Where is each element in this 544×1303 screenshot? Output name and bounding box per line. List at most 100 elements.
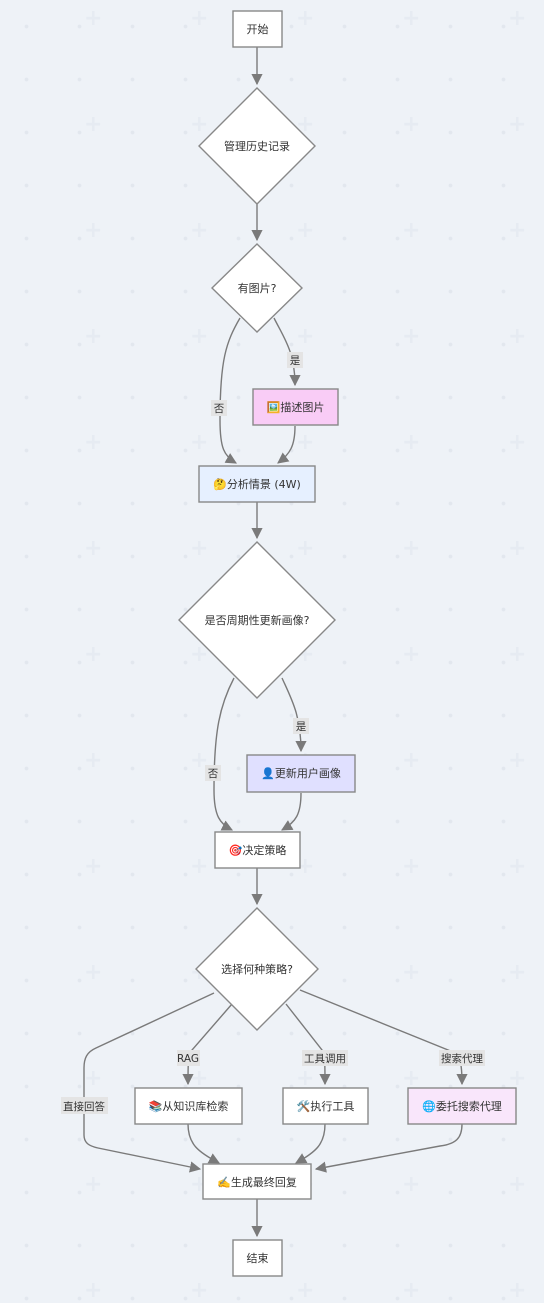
grid-plus-mark: + (296, 112, 315, 137)
grid-plus-mark: + (402, 960, 421, 985)
node-tool: 🛠️执行工具 (282, 1087, 369, 1125)
node-describe-label: 🖼️描述图片 (267, 400, 325, 414)
edge-label-search-agent: 搜索代理 (441, 1052, 483, 1065)
grid-plus-mark: + (190, 112, 209, 137)
grid-plus-mark: + (190, 430, 209, 455)
grid-plus-mark: + (402, 430, 421, 455)
grid-plus-mark: + (508, 960, 527, 985)
grid-plus-mark: + (402, 6, 421, 31)
grid-plus-mark: + (84, 324, 103, 349)
grid-plus-mark: + (402, 1066, 421, 1091)
node-kb-label: 📚从知识库检索 (149, 1099, 229, 1113)
node-end-label: 结束 (247, 1252, 269, 1265)
grid-plus-mark: + (84, 536, 103, 561)
grid-plus-mark: + (402, 854, 421, 879)
node-has-image-label: 有图片? (238, 281, 277, 295)
node-search-label: 🌐委托搜索代理 (422, 1099, 502, 1113)
node-kb: 📚从知识库检索 (134, 1087, 243, 1125)
grid-plus-mark: + (84, 960, 103, 985)
grid-plus-mark: + (296, 1066, 315, 1091)
node-update-profile-label: 👤更新用户画像 (261, 766, 341, 780)
node-analyze-label: 🤔分析情景 (4W) (213, 477, 301, 491)
edge-hasimage-describe (273, 317, 301, 387)
edge-label-rag: RAG (177, 1053, 199, 1065)
grid-plus-mark: + (296, 218, 315, 243)
node-describe: 🖼️描述图片 (252, 388, 339, 426)
grid-plus-mark: + (508, 1278, 527, 1303)
grid-plus-mark: + (508, 1066, 527, 1091)
node-tool-label: 🛠️执行工具 (297, 1099, 355, 1113)
node-end: 结束 (232, 1239, 283, 1277)
edge-tool-generate (295, 1123, 326, 1164)
node-history-label: 管理历史记录 (224, 139, 290, 153)
grid-plus-mark: + (296, 536, 315, 561)
grid-plus-mark: + (402, 642, 421, 667)
edge-search-generate (314, 1123, 463, 1173)
edge-which-kb (182, 1003, 233, 1086)
node-analyze: 🤔分析情景 (4W) (198, 465, 316, 503)
grid-plus-mark: + (296, 6, 315, 31)
grid-plus-mark: + (508, 854, 527, 879)
edge-label-yes-periodic: 是 (296, 721, 307, 733)
grid-plus-mark: + (84, 6, 103, 31)
node-start: 开始 (232, 10, 283, 48)
grid-plus-mark: + (402, 218, 421, 243)
grid-plus-mark: + (84, 430, 103, 455)
node-periodic: 是否周期性更新画像? (178, 541, 336, 699)
edge-labels: 是 否 是 否 直接回答 RAG 工具调用 搜索代理 (61, 352, 485, 1114)
grid-plus-mark: + (402, 536, 421, 561)
grid-plus-mark: + (190, 1278, 209, 1303)
grid-plus-mark: + (84, 112, 103, 137)
edge-label-no-periodic: 否 (208, 768, 219, 780)
edge-which-tool (285, 1003, 331, 1086)
edge-kb-generate (187, 1123, 220, 1164)
edge-label-no-image: 否 (214, 403, 225, 415)
node-start-label: 开始 (247, 22, 269, 36)
edge-describe-analyze (277, 425, 296, 464)
grid-plus-mark: + (508, 430, 527, 455)
grid-plus-mark: + (402, 1278, 421, 1303)
grid-plus-mark: + (190, 642, 209, 667)
grid-plus-mark: + (402, 112, 421, 137)
grid-plus-mark: + (190, 854, 209, 879)
nodes: 开始 管理历史记录 有图片? 🖼️描述图片 🤔分析情景 (4W) 是否周期性更新… (134, 10, 517, 1277)
grid-plus-mark: + (84, 854, 103, 879)
grid-plus-mark: + (296, 430, 315, 455)
grid-plus-mark: + (190, 6, 209, 31)
grid-plus-mark: + (508, 6, 527, 31)
node-periodic-label: 是否周期性更新画像? (205, 613, 310, 627)
node-decide: 🎯决定策略 (214, 831, 301, 869)
grid-plus-mark: + (508, 748, 527, 773)
node-update-profile: 👤更新用户画像 (246, 754, 356, 793)
grid-plus-mark: + (508, 642, 527, 667)
node-generate: ✍️生成最终回复 (202, 1163, 312, 1200)
edge-which-generate-direct (83, 992, 215, 1173)
node-history: 管理历史记录 (198, 87, 316, 205)
grid-plus-mark: + (84, 1066, 103, 1091)
grid-plus-mark: + (84, 748, 103, 773)
edge-label-yes-image: 是 (290, 355, 301, 367)
node-decide-label: 🎯决定策略 (229, 843, 287, 857)
grid-plus-mark: + (508, 218, 527, 243)
grid-plus-mark: + (190, 324, 209, 349)
grid-plus-mark: + (508, 324, 527, 349)
grid-plus-mark: + (296, 1278, 315, 1303)
grid-plus-mark: + (508, 1172, 527, 1197)
grid-plus-mark: + (190, 218, 209, 243)
edge-label-direct: 直接回答 (63, 1100, 105, 1113)
edge-periodic-decide (213, 677, 235, 831)
node-generate-label: ✍️生成最终回复 (217, 1175, 297, 1189)
grid-plus-mark: + (84, 218, 103, 243)
grid-plus-mark: + (84, 642, 103, 667)
grid-plus-mark: + (84, 1172, 103, 1197)
grid-plus-mark: + (190, 1066, 209, 1091)
grid-plus-mark: + (402, 324, 421, 349)
grid-plus-mark: + (190, 748, 209, 773)
node-has-image: 有图片? (210, 243, 304, 333)
node-search: 🌐委托搜索代理 (407, 1087, 517, 1125)
edge-hasimage-analyze (219, 317, 241, 464)
grid-plus-mark: + (402, 1172, 421, 1197)
grid-plus-mark: + (508, 112, 527, 137)
edge-label-tool-call: 工具调用 (304, 1053, 346, 1065)
